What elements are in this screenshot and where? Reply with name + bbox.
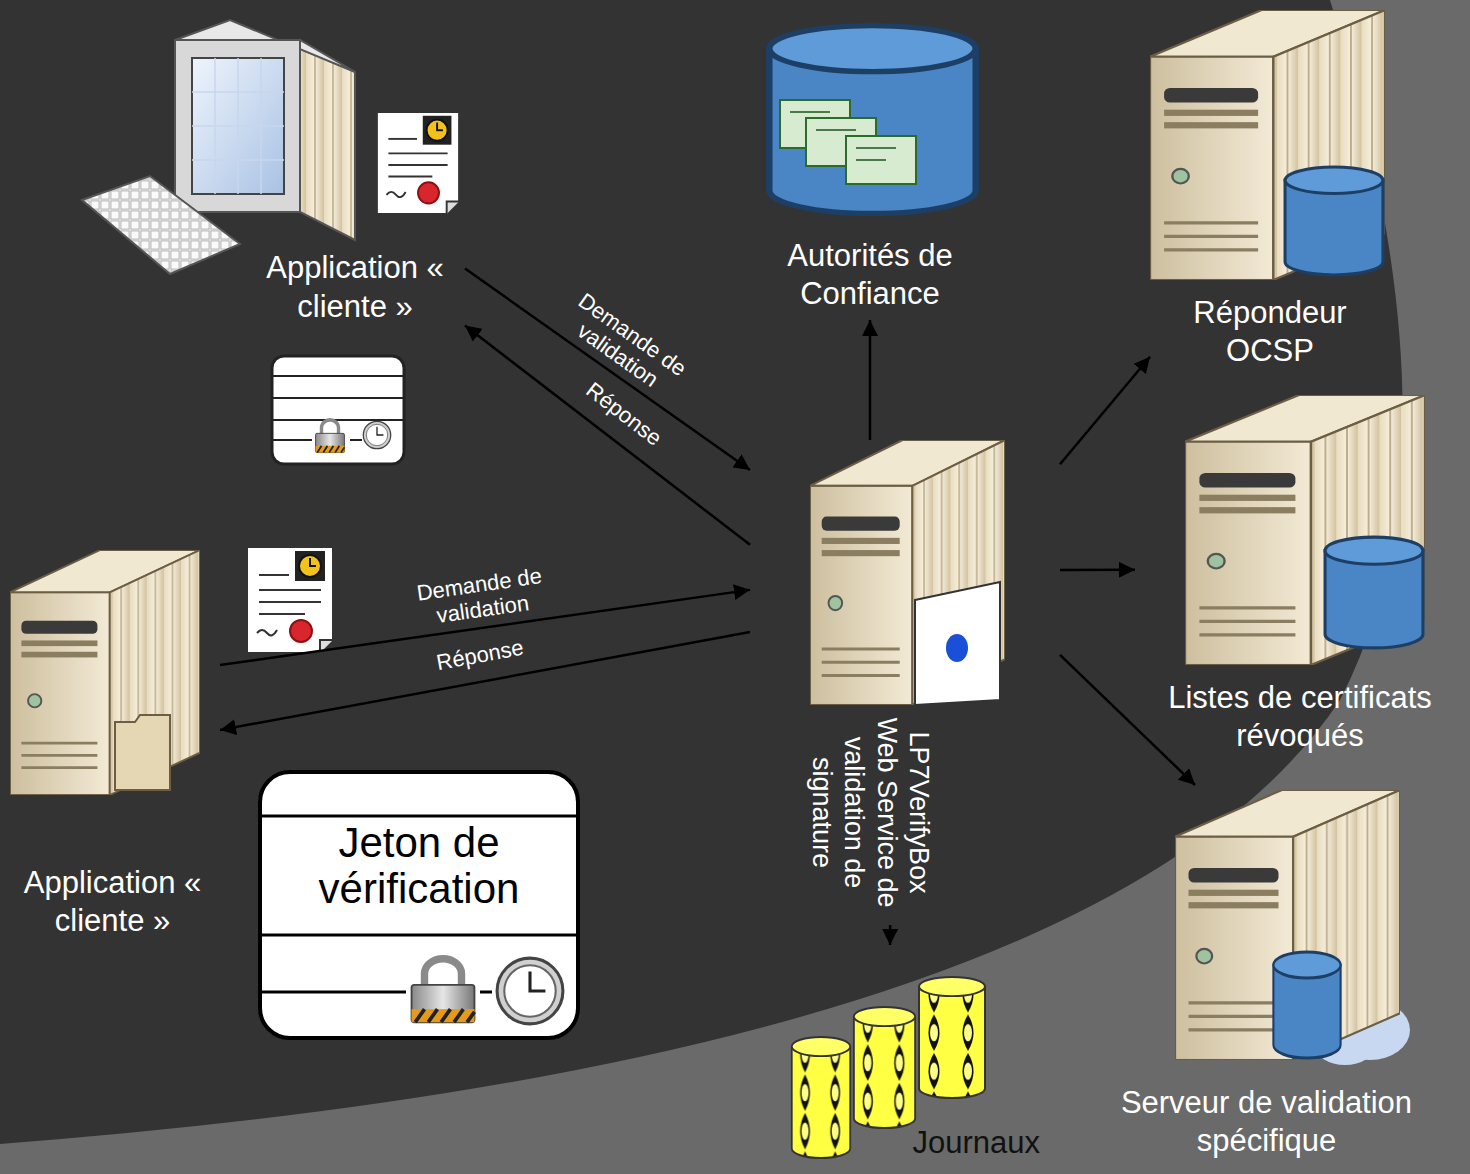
edge-label: Réponse [430,634,529,676]
service-label: LP7VerifyBox Web Service de validation d… [805,710,935,915]
node-label: Serveur de validation spécifique [1072,1084,1461,1162]
computer-icon [82,20,355,274]
verification-token: Jeton de vérification [258,770,580,1040]
client-application: Application « cliente » [5,545,220,945]
node-label: Listes de certificats révoqués [1139,679,1461,757]
token-icon [272,356,404,464]
connector-arrow [465,269,750,471]
specific-validation-server: Serveur de validation spécifique [1068,785,1465,1165]
validation-web-service: LP7VerifyBox Web Service de validation d… [750,440,1060,925]
node-label: Répondeur OCSP [1154,294,1386,372]
node-label: Journaux [912,1124,1040,1163]
server-icon [10,550,200,795]
node-label: Application « cliente » [9,864,216,942]
certificate-icon [377,112,459,214]
log-storage: Journaux [785,945,1055,1167]
connector-arrow [1060,655,1195,785]
token-border [260,772,578,1038]
server-icon [810,440,1005,705]
trust-store-icon [769,26,975,214]
clock-icon [497,958,563,1024]
trust-authorities: Autorités de Confiance [745,20,995,320]
ocsp-responder: Répondeur OCSP [1150,10,1390,375]
node-label: Jeton de vérification [262,820,576,912]
edge-label: Demande de validation [404,562,558,633]
crl-server: Listes de certificats révoqués [1135,395,1465,760]
certificate-icon [247,547,333,653]
server-icon [1185,395,1425,665]
token-rule [480,991,492,994]
edge-label: Demande de validation [549,282,699,409]
server-icon [1175,790,1410,1065]
connector-arrow [1060,569,1135,572]
node-label: Autorités de Confiance [751,237,989,315]
token-rule [260,991,406,994]
client-application: Application « cliente » [245,240,465,335]
connector-arrow [1060,357,1150,465]
connector-arrow [220,632,750,730]
rotated-label-frame: LP7VerifyBox Web Service de validation d… [805,710,935,915]
connector-arrow [889,925,892,945]
token-rule [260,815,578,818]
connector-arrow [869,320,872,440]
server-icon [1150,10,1385,280]
lock-icon [412,959,475,1022]
node-label: Application « cliente » [249,249,461,327]
token-rule [260,934,578,937]
